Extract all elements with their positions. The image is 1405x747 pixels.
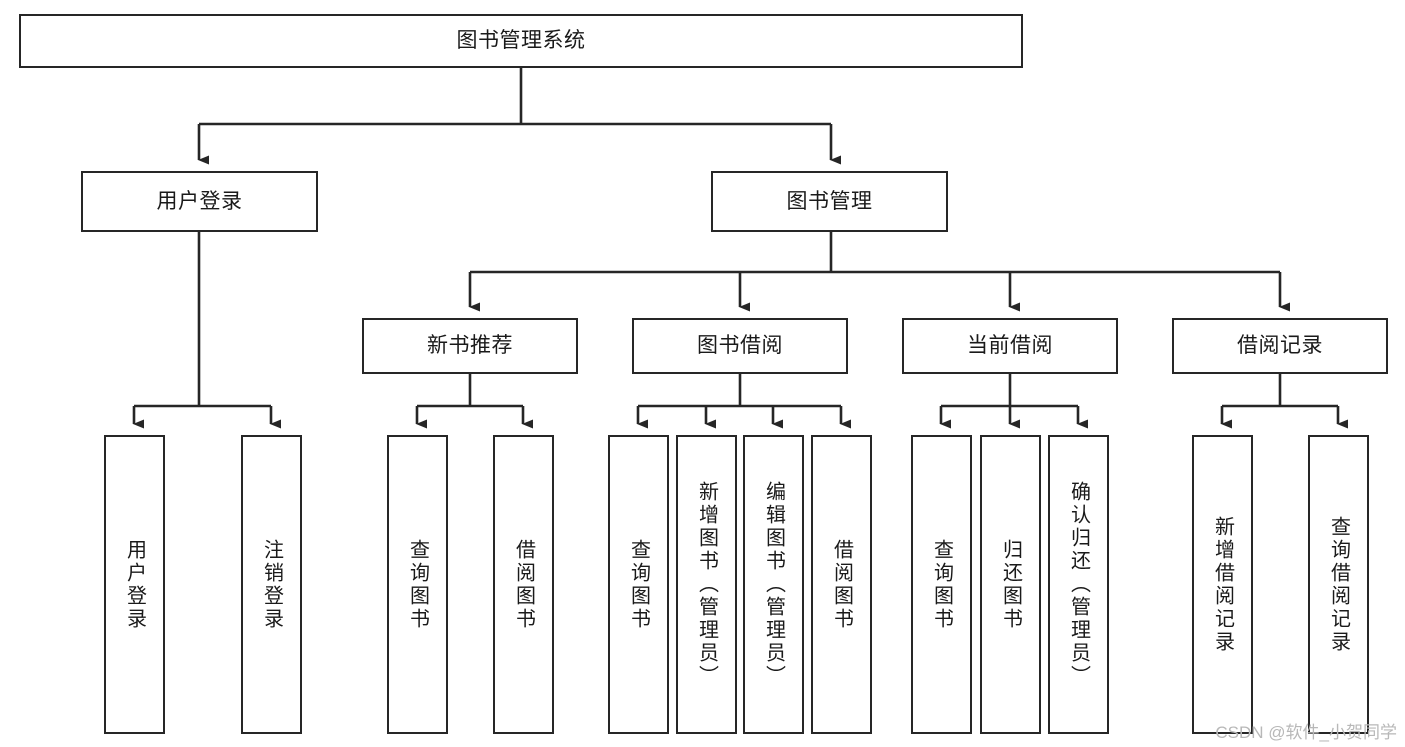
leaf-borrow-book-recommend[interactable]: 借阅图书	[493, 435, 554, 734]
leaf-label: 借阅图书	[512, 538, 535, 631]
leaf-query-book-borrow[interactable]: 查询图书	[608, 435, 669, 734]
leaf-edit-book[interactable]: 编辑图书（管理员）	[743, 435, 804, 734]
node-new-book-recommend[interactable]: 新书推荐	[362, 318, 578, 374]
leaf-label: 借阅图书	[830, 538, 853, 631]
leaf-query-book-recommend[interactable]: 查询图书	[387, 435, 448, 734]
leaf-add-book[interactable]: 新增图书（管理员）	[676, 435, 737, 734]
node-label: 图书管理	[786, 189, 873, 213]
leaf-return-book[interactable]: 归还图书	[980, 435, 1041, 734]
leaf-query-book-current[interactable]: 查询图书	[911, 435, 972, 734]
leaf-label: 查询图书	[930, 538, 953, 631]
leaf-label: 归还图书	[999, 538, 1022, 631]
leaf-label: 查询图书	[627, 538, 650, 631]
leaf-label: 新增借阅记录	[1211, 515, 1234, 654]
leaf-user-login[interactable]: 用户登录	[104, 435, 165, 734]
leaf-add-borrow-record[interactable]: 新增借阅记录	[1192, 435, 1253, 734]
leaf-label: 新增图书（管理员）	[695, 481, 718, 688]
node-root-book-management-system[interactable]: 图书管理系统	[19, 14, 1023, 68]
node-label: 图书借阅	[697, 334, 783, 358]
node-label: 用户登录	[156, 189, 243, 213]
leaf-label: 注销登录	[260, 538, 283, 631]
leaf-label: 确认归还（管理员）	[1067, 481, 1090, 688]
node-label: 图书管理系统	[456, 29, 586, 53]
node-borrow-record[interactable]: 借阅记录	[1172, 318, 1388, 374]
node-label: 借阅记录	[1237, 334, 1323, 358]
edges	[132, 67, 1348, 429]
node-label: 当前借阅	[967, 334, 1053, 358]
leaf-borrow-book[interactable]: 借阅图书	[811, 435, 872, 734]
node-current-borrow[interactable]: 当前借阅	[902, 318, 1118, 374]
leaf-confirm-return[interactable]: 确认归还（管理员）	[1048, 435, 1109, 734]
node-label: 新书推荐	[427, 334, 513, 358]
node-book-borrow[interactable]: 图书借阅	[632, 318, 848, 374]
leaf-label: 编辑图书（管理员）	[762, 481, 785, 688]
leaf-label: 查询借阅记录	[1327, 515, 1350, 654]
leaf-logout-login[interactable]: 注销登录	[241, 435, 302, 734]
leaf-label: 用户登录	[123, 538, 146, 631]
leaf-label: 查询图书	[406, 538, 429, 631]
node-user-login[interactable]: 用户登录	[81, 171, 318, 232]
leaf-query-borrow-record[interactable]: 查询借阅记录	[1308, 435, 1369, 734]
node-book-management[interactable]: 图书管理	[711, 171, 948, 232]
